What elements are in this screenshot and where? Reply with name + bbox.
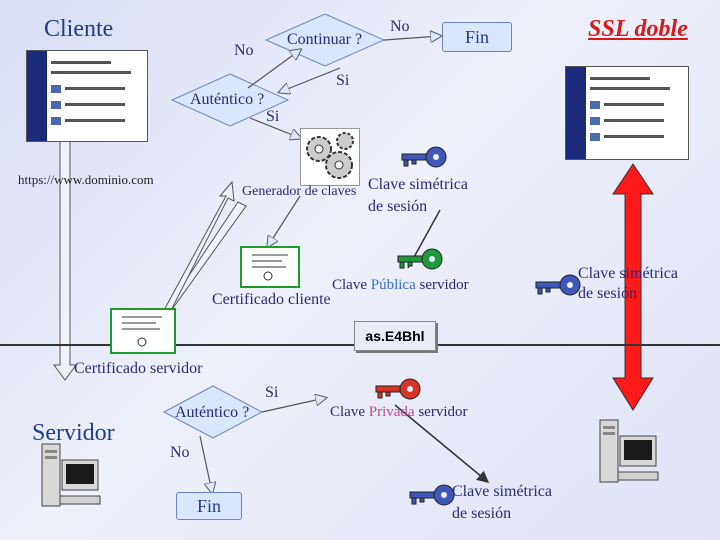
arrow-generador-to-cert — [268, 195, 301, 246]
arrow-autentico-to-gears — [249, 117, 300, 138]
clave-sesion-label-right: Clave simétrica de sesión — [578, 265, 678, 302]
si-bottom-label: Si — [265, 384, 279, 401]
cliente-title: Cliente — [44, 16, 114, 42]
fin-bottom-box: Fin — [176, 492, 242, 520]
continuar-text: Continuar ? — [287, 31, 363, 48]
url-label: https://www.dominio.com — [18, 172, 154, 187]
servidor-title: Servidor — [32, 420, 115, 446]
autentico-bottom-text: Auténtico ? — [175, 404, 250, 421]
arrow-autentico-bottom-to-key — [261, 398, 325, 413]
autentico-top-diamond — [170, 73, 290, 127]
generador-label: Generador de claves — [242, 184, 357, 199]
clave-publica-label: Clave Pública servidor — [332, 277, 469, 293]
no-top-right-label: No — [390, 18, 410, 35]
arrow-si-to-autentico — [280, 67, 341, 92]
server-browser-screen — [565, 66, 689, 160]
certificate-cliente-icon — [240, 246, 300, 288]
as-box: as.E4Bhl — [354, 321, 436, 351]
si-continuar-label: Si — [336, 72, 350, 89]
ssl-title: SSL doble — [588, 16, 688, 42]
arrow-continuar-to-fin — [383, 36, 440, 40]
clave-privada-label: Clave Privada servidor — [330, 404, 468, 420]
arrow-autentico-to-continuar — [247, 50, 300, 89]
arrow-autentico-bottom-to-fin — [199, 435, 212, 492]
certificado-servidor-label: Certificado servidor — [74, 360, 203, 377]
client-browser-screen — [26, 50, 148, 142]
clave-sesion-label-1: Clave simétrica de sesión — [368, 176, 468, 215]
autentico-bottom-diamond — [162, 385, 264, 439]
red-double-arrow — [612, 163, 654, 411]
no-continuar-label: No — [234, 42, 254, 59]
fin-top-box: Fin — [442, 22, 512, 52]
gears-icon — [300, 128, 360, 186]
autentico-top-text: Auténtico ? — [190, 91, 265, 108]
clave-sesion-label-bottom: Clave simétrica de sesión — [452, 483, 552, 522]
si-autentico-label: Si — [266, 108, 280, 125]
certificado-cliente-label: Certificado cliente — [212, 291, 331, 308]
certificate-servidor-icon — [110, 308, 176, 354]
no-bottom-label: No — [170, 444, 190, 461]
arrow-privada-to-clave-sesion — [394, 404, 490, 483]
